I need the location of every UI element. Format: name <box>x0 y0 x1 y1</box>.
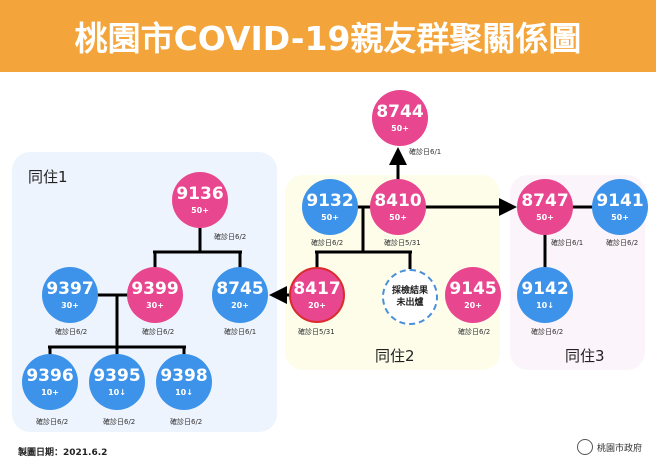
pending-text: 採檢結果未出爐 <box>392 286 429 308</box>
government-logo: 桃園市政府 <box>576 439 642 455</box>
case-date: 確診日6/2 <box>36 418 69 426</box>
case-id: 9132 <box>306 191 354 211</box>
case-date: 確診日6/2 <box>214 233 247 241</box>
case-id: 9141 <box>596 191 644 211</box>
case-node-9399[interactable]: 9399 30+ <box>127 267 183 323</box>
case-node-9398[interactable]: 9398 10↓ <box>156 354 212 410</box>
case-age: 50+ <box>191 206 209 215</box>
case-node-8745[interactable]: 8745 20+ <box>212 267 268 323</box>
case-node-9395[interactable]: 9395 10↓ <box>89 354 145 410</box>
case-age: 50+ <box>389 213 407 222</box>
case-node-9132[interactable]: 9132 50+ <box>302 179 358 235</box>
case-date: 確診日6/1 <box>551 239 584 247</box>
case-date: 確診日6/1 <box>409 148 442 156</box>
case-date: 確診日6/2 <box>103 418 136 426</box>
case-node-8747[interactable]: 8747 50+ <box>517 179 573 235</box>
case-node-9141[interactable]: 9141 50+ <box>592 179 648 235</box>
case-age: 20+ <box>231 301 249 310</box>
case-age: 20+ <box>308 301 326 310</box>
case-id: 8410 <box>374 191 422 211</box>
case-id: 9399 <box>131 279 179 299</box>
case-id: 9396 <box>26 366 74 386</box>
case-id: 9398 <box>160 366 208 386</box>
case-age: 10↓ <box>108 388 126 397</box>
case-node-9145[interactable]: 9145 20+ <box>445 267 501 323</box>
case-node-8744[interactable]: 8744 50+ <box>372 90 428 146</box>
group-1-label: 同住1 <box>28 168 68 186</box>
case-age: 50+ <box>391 124 409 133</box>
case-age: 10↓ <box>536 301 554 310</box>
case-node-9396[interactable]: 9396 10+ <box>22 354 78 410</box>
case-date: 確診日6/2 <box>531 328 564 336</box>
case-node-9142[interactable]: 9142 10↓ <box>517 267 573 323</box>
link-9132-8410 <box>315 205 412 270</box>
header-banner: 桃園市COVID-19親友群聚關係圖 <box>0 0 656 72</box>
case-id: 8417 <box>293 279 341 299</box>
case-age: 30+ <box>146 301 164 310</box>
case-id: 9395 <box>93 366 141 386</box>
case-id: 9142 <box>521 279 569 299</box>
case-id: 8744 <box>376 102 424 122</box>
case-age: 50+ <box>536 213 554 222</box>
case-id: 9397 <box>46 279 94 299</box>
seal-icon <box>576 439 593 455</box>
made-date: 製圖日期：2021.6.2 <box>18 448 108 458</box>
case-node-8410[interactable]: 8410 50+ <box>370 179 426 235</box>
logo-text: 桃園市政府 <box>596 443 642 454</box>
page-title: 桃園市COVID-19親友群聚關係圖 <box>74 19 582 58</box>
case-date: 確診日6/2 <box>142 328 175 336</box>
case-age: 30+ <box>61 301 79 310</box>
case-date: 確診日5/31 <box>298 328 335 336</box>
case-age: 10+ <box>41 388 59 397</box>
case-date: 確診日6/2 <box>55 328 88 336</box>
case-date: 確診日6/2 <box>311 239 344 247</box>
case-age: 50+ <box>611 213 629 222</box>
case-date: 確診日6/2 <box>170 418 203 426</box>
case-date: 確診日6/2 <box>458 328 491 336</box>
case-date: 確診日6/2 <box>606 239 639 247</box>
case-age: 10↓ <box>175 388 193 397</box>
case-age: 50+ <box>321 213 339 222</box>
case-id: 8745 <box>216 279 264 299</box>
case-age: 20+ <box>464 301 482 310</box>
case-id: 9145 <box>449 279 497 299</box>
group-2-label: 同住2 <box>375 347 415 365</box>
pending-result-node[interactable]: 採檢結果未出爐 <box>382 269 438 325</box>
case-node-9136[interactable]: 9136 50+ <box>172 172 228 228</box>
link-9397-9399 <box>48 293 186 355</box>
case-date: 確診日6/1 <box>224 328 257 336</box>
case-id: 9136 <box>176 184 224 204</box>
group-3-label: 同住3 <box>565 347 605 365</box>
case-date: 確診日5/31 <box>384 239 421 247</box>
link-8747-9141 <box>543 205 593 268</box>
link-9136-children <box>153 228 242 268</box>
case-node-8417[interactable]: 8417 20+ <box>289 267 345 323</box>
case-node-9397[interactable]: 9397 30+ <box>42 267 98 323</box>
case-id: 8747 <box>521 191 569 211</box>
